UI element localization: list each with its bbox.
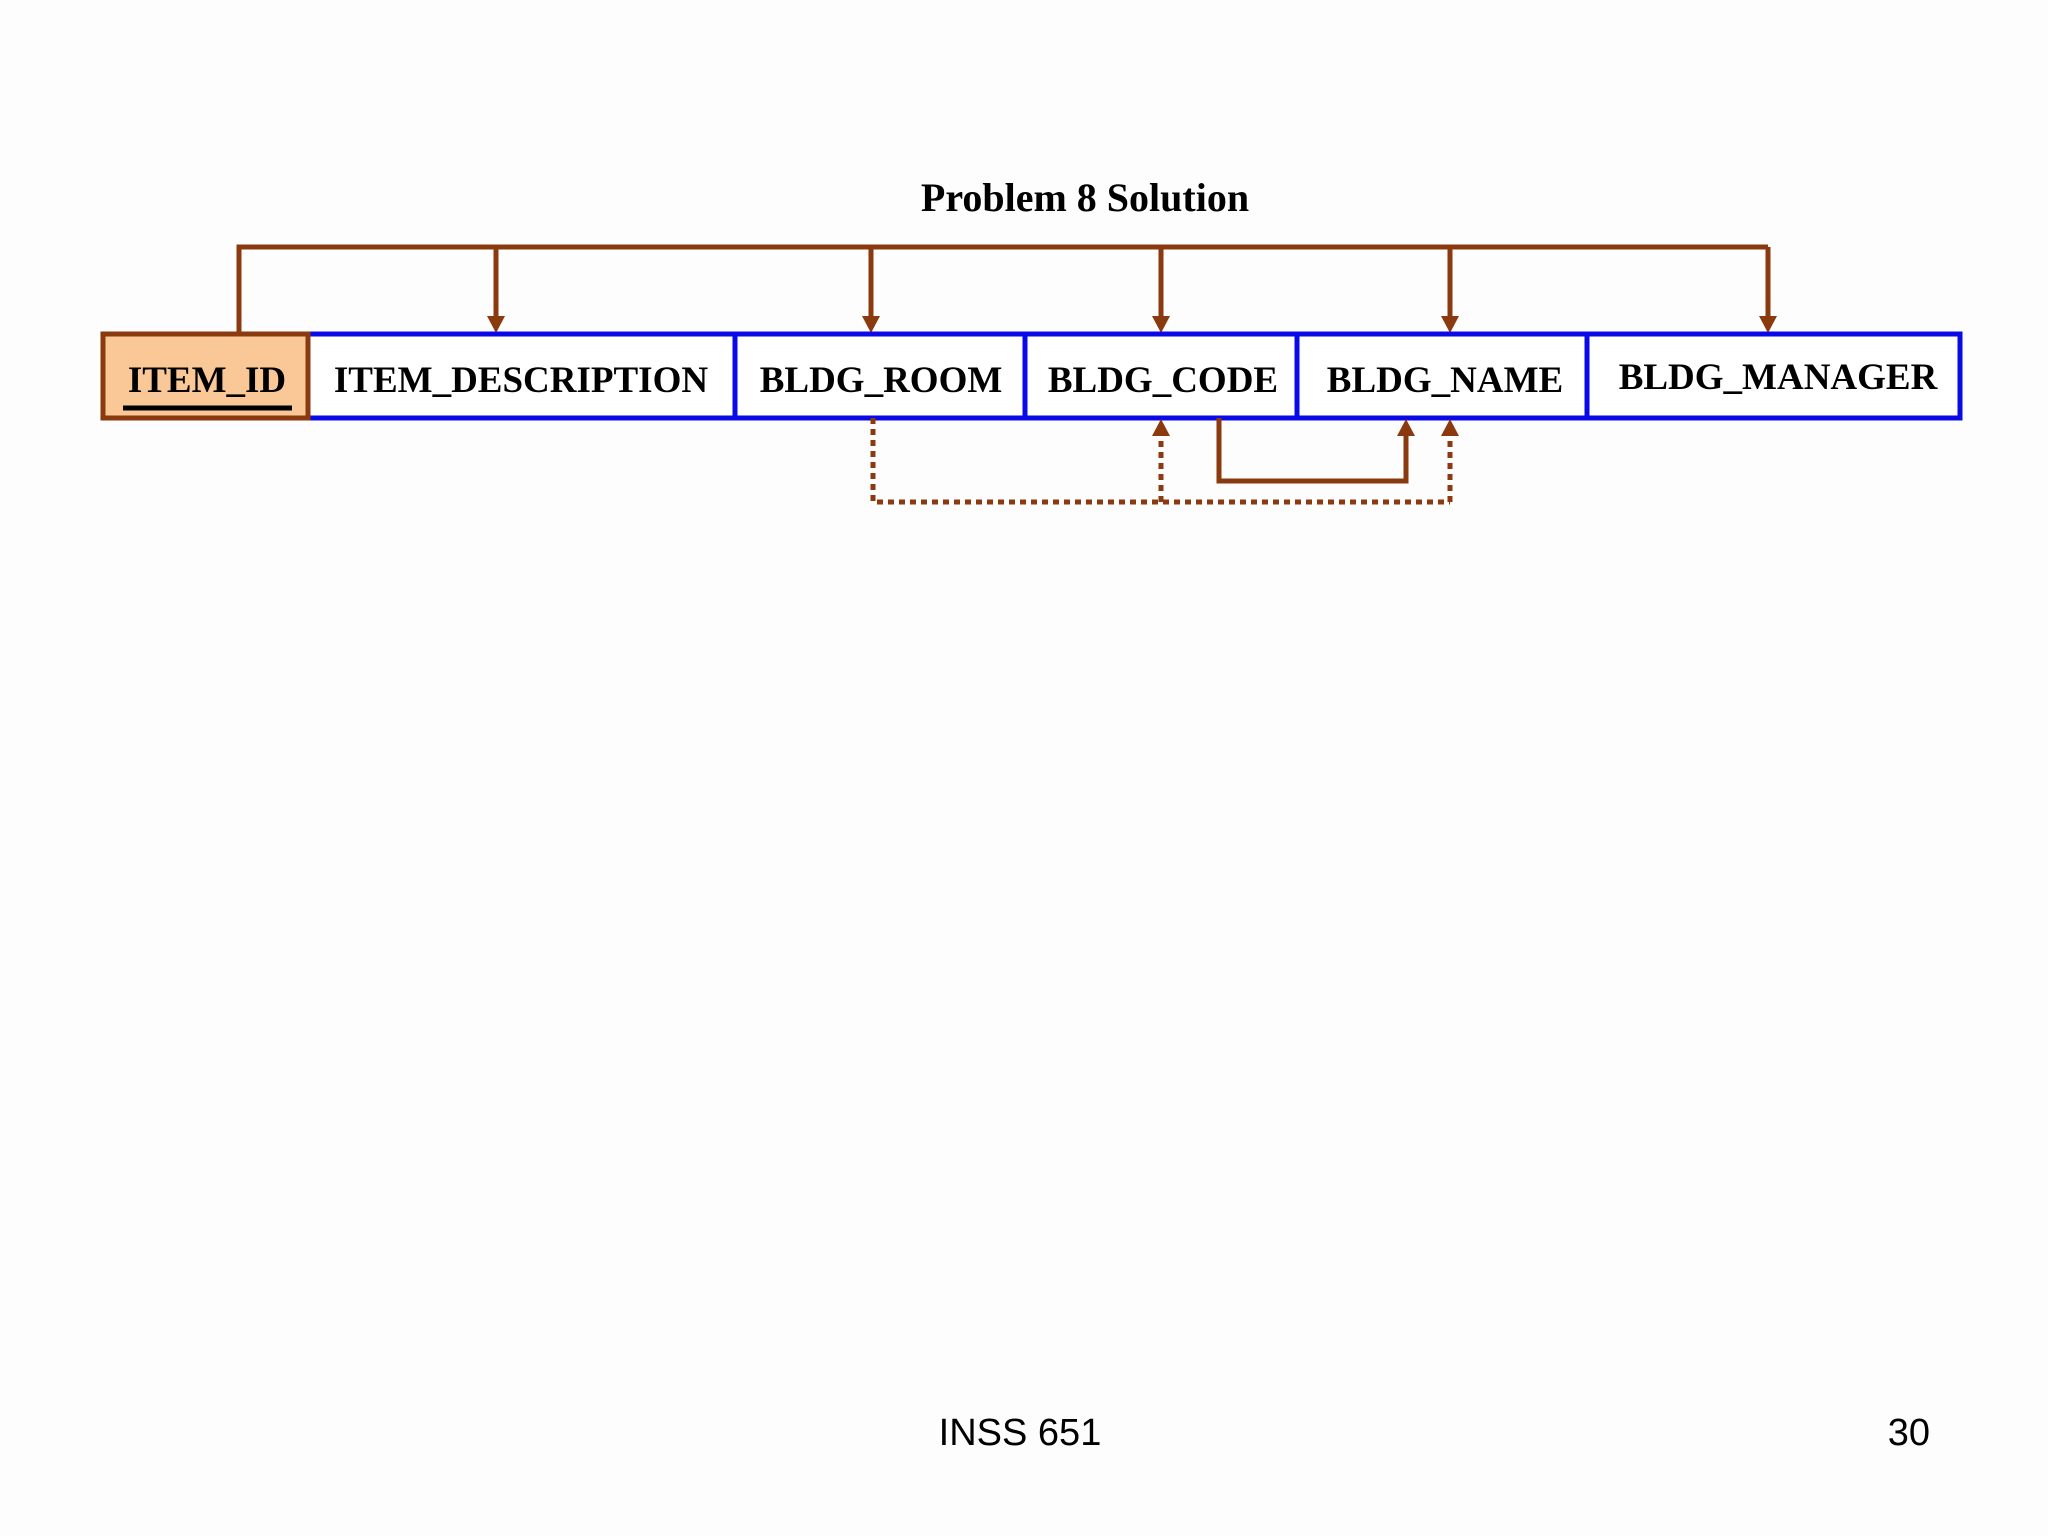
arrowhead-to-bldg-name (1441, 316, 1459, 333)
footer-course-label: INSS 651 (938, 1412, 1102, 1454)
attribute-label-bldg-code: BLDG_CODE (1048, 360, 1278, 401)
attribute-label-bldg-room: BLDG_ROOM (760, 360, 1003, 401)
dependency-line-from-item-id (236, 244, 1768, 333)
attribute-label-bldg-manager: BLDG_MANAGER (1619, 357, 1939, 398)
arrowheads-down (487, 316, 1777, 333)
arrowhead-to-bldg-manager (1759, 316, 1777, 333)
arrowhead-to-item-description (487, 316, 505, 333)
arrowhead-transitive-to-bldg-name (1397, 419, 1415, 436)
partial-dependency-line (870, 418, 1450, 505)
attribute-label-item-id: ITEM_ID (128, 360, 286, 401)
full-dependency-arrows (236, 244, 1777, 333)
primary-key-border (100, 331, 311, 421)
transitive-dependency-line (1216, 418, 1409, 484)
attribute-label-bldg-name: BLDG_NAME (1327, 360, 1563, 401)
relation-row: ITEM_ID ITEM_DESCRIPTION BLDG_ROOM BLDG_… (100, 331, 1963, 421)
slide-title: Problem 8 Solution (920, 175, 1250, 220)
arrowhead-partial-to-bldg-code (1152, 419, 1170, 436)
arrowhead-partial-to-bldg-name (1441, 419, 1459, 436)
attribute-box-item-description (305, 331, 738, 421)
arrowhead-to-bldg-room (862, 316, 880, 333)
partial-dependency (870, 418, 1453, 505)
attribute-label-item-description: ITEM_DESCRIPTION (334, 360, 708, 401)
transitive-dependency (1216, 418, 1415, 484)
arrowhead-to-bldg-code (1152, 316, 1170, 333)
attribute-box-bldg-manager (1584, 331, 1963, 421)
slide-page-number: 30 (1887, 1412, 1930, 1454)
partial-arrowheads (1152, 419, 1459, 436)
